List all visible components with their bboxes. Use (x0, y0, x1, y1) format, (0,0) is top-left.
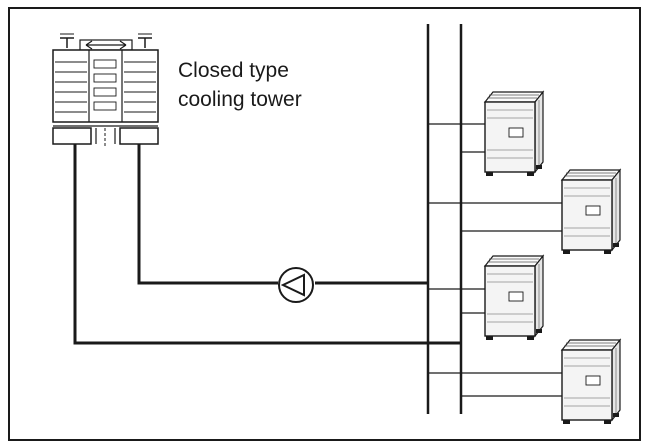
main-header-pipes (426, 24, 463, 414)
pump-icon (278, 267, 314, 303)
outdoor-unit-icon (561, 169, 621, 255)
tower-return-pipe (73, 144, 461, 345)
closed-type-cooling-tower-icon (52, 33, 159, 148)
diagram-frame (8, 7, 641, 441)
outdoor-unit-icon (484, 255, 544, 341)
outdoor-unit-icon (561, 339, 621, 425)
branch-pipes (428, 123, 566, 397)
outdoor-unit-icon (484, 91, 544, 177)
cooling-tower-label-line2: cooling tower (178, 88, 302, 111)
tower-supply-pipe (137, 144, 428, 285)
cooling-tower-label-line1: Closed type (178, 59, 289, 82)
